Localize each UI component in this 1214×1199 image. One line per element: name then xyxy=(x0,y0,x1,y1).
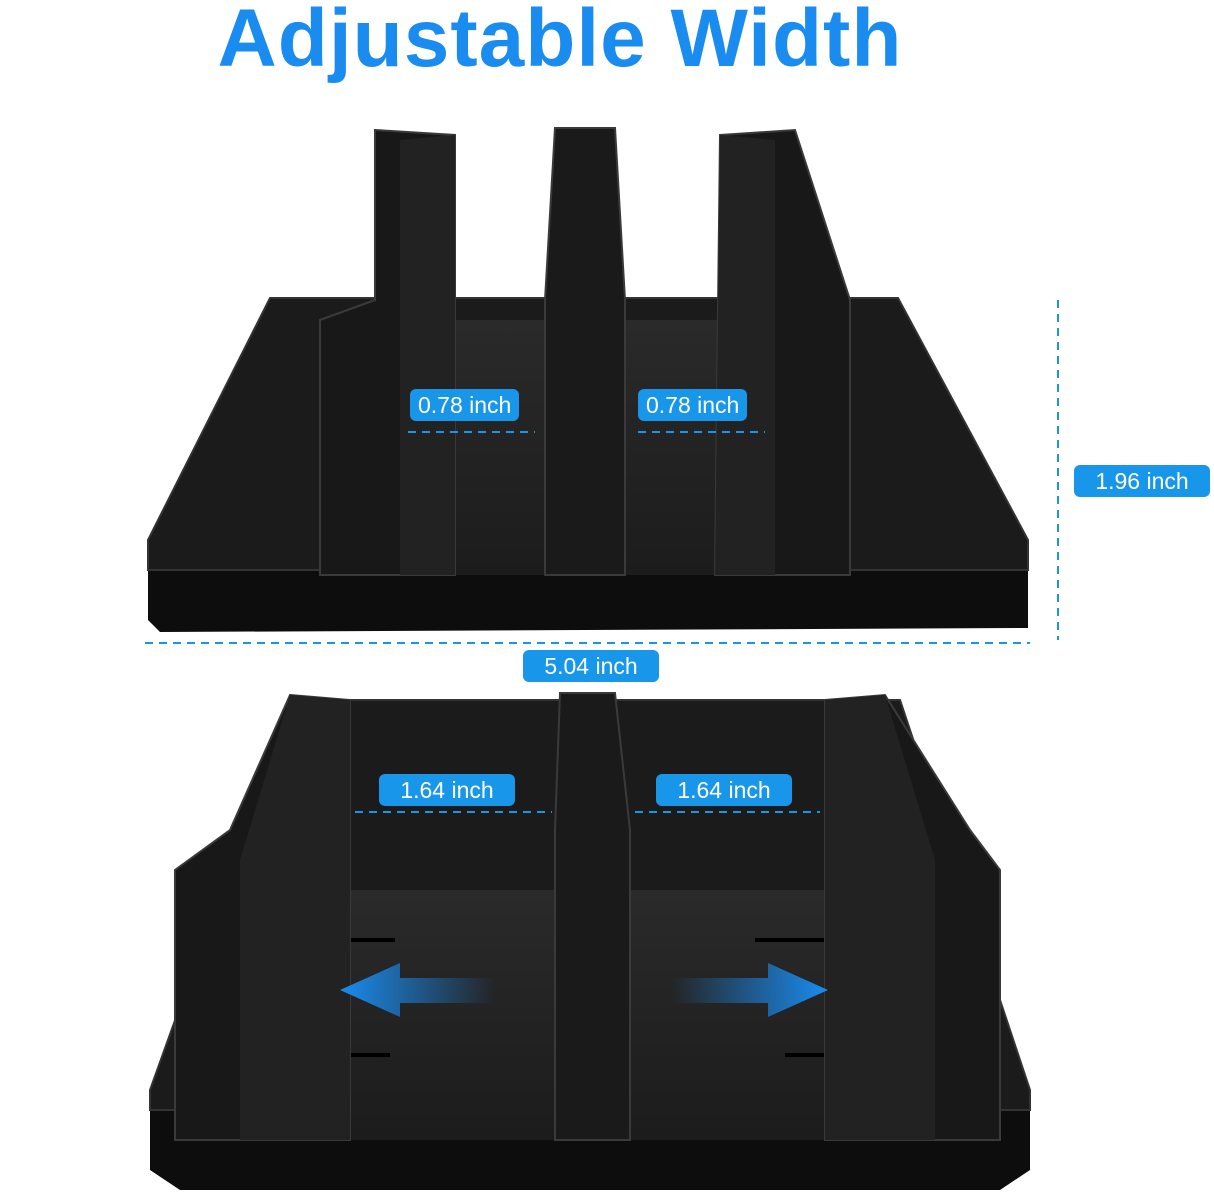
base-width-label: 5.04 inch xyxy=(523,650,659,682)
bottom-stand xyxy=(149,692,1031,1190)
height-label: 1.96 inch xyxy=(1074,465,1210,497)
slot-width-label-bottom-right: 1.64 inch xyxy=(656,774,792,806)
arrow-right-icon xyxy=(672,963,828,1017)
top-stand xyxy=(145,127,1059,644)
slot-width-label-top-right: 0.78 inch xyxy=(638,389,748,421)
slot-width-label-top-left: 0.78 inch xyxy=(410,389,520,421)
page-title: Adjustable Width xyxy=(217,0,903,84)
slot-width-label-bottom-left: 1.64 inch xyxy=(379,774,515,806)
arrow-left-icon xyxy=(340,963,495,1017)
